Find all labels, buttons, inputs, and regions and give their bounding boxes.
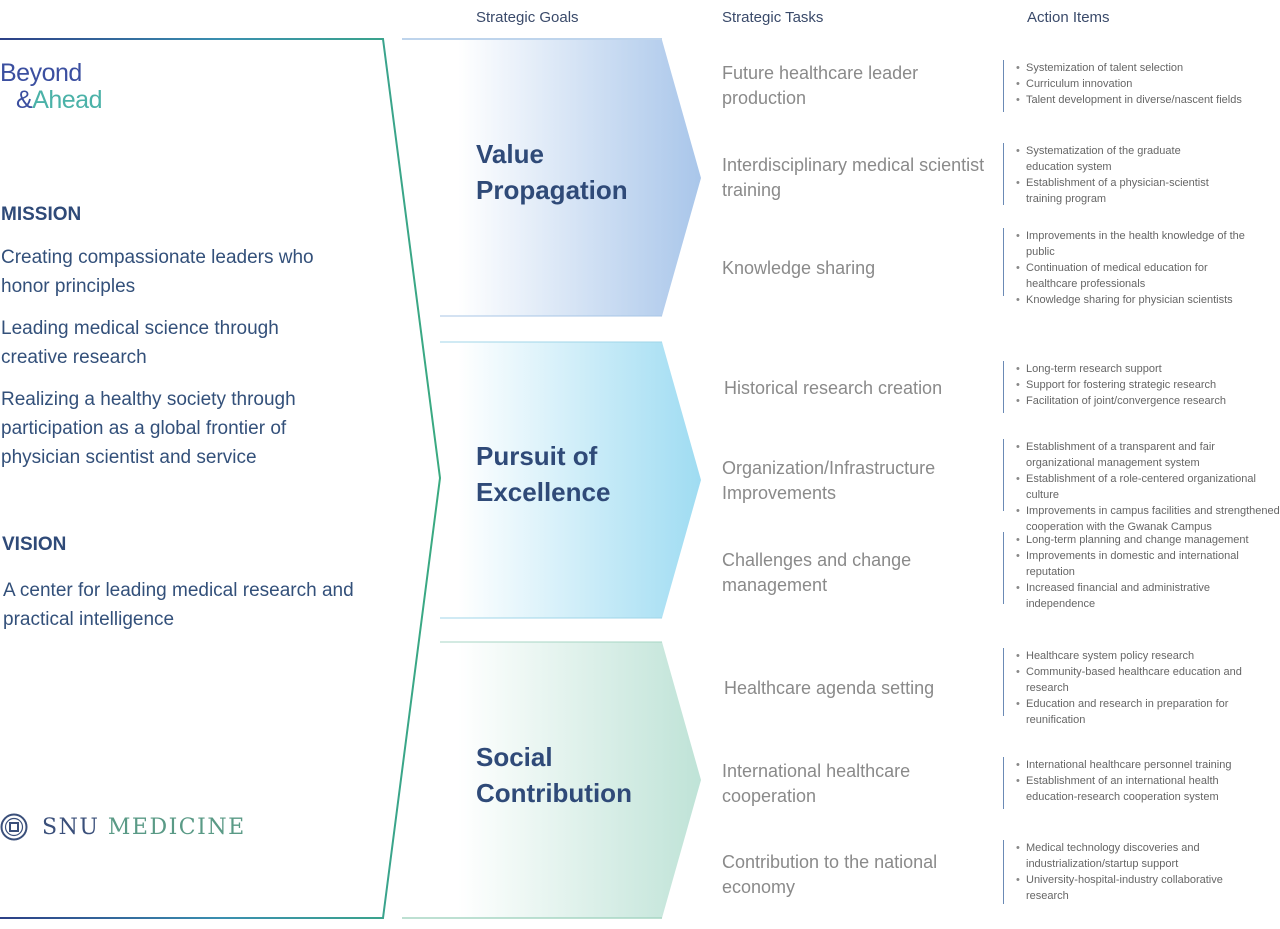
action-item: Increased financial and administrative i… bbox=[1016, 580, 1280, 612]
logo-ahead-text: Ahead bbox=[32, 86, 102, 114]
task-label: Future healthcare leader production bbox=[722, 63, 919, 108]
action-item: Improvements in the health knowledge of … bbox=[1016, 228, 1248, 260]
brand-snu: SNU bbox=[42, 815, 100, 840]
brand-medicine: MEDICINE bbox=[107, 815, 246, 840]
goal-arrow-value bbox=[458, 40, 701, 316]
action-item: University-hospital-industry collaborati… bbox=[1016, 872, 1248, 904]
logo-beyond: Beyond bbox=[0, 59, 82, 87]
action-item: Establishment of a role-centered organiz… bbox=[1016, 471, 1280, 503]
task-label: Challenges and change management bbox=[722, 550, 912, 595]
action-item: Healthcare system policy research bbox=[1016, 648, 1248, 664]
task-label: International healthcare cooperation bbox=[722, 761, 911, 806]
header-strategic-goals: Strategic Goals bbox=[476, 9, 579, 26]
header-action-items: Action Items bbox=[1027, 9, 1110, 26]
header-strategic-tasks: Strategic Tasks bbox=[722, 9, 824, 26]
snu-medicine-wordmark: SNU MEDICINE bbox=[42, 815, 246, 840]
action-item: Community-based healthcare education and… bbox=[1016, 664, 1248, 696]
action-item: Long-term research support bbox=[1016, 361, 1280, 377]
vision-title: VISION bbox=[2, 534, 67, 555]
mission-item: Creating compassionate leaders who honor… bbox=[1, 247, 314, 297]
action-item: Systematization of the graduate educatio… bbox=[1016, 143, 1223, 175]
action-item: Facilitation of joint/convergence resear… bbox=[1016, 393, 1280, 409]
action-item: Knowledge sharing for physician scientis… bbox=[1016, 292, 1248, 308]
action-items-list: Establishment of a transparent and fair … bbox=[1003, 439, 1280, 533]
mission-bracket bbox=[0, 38, 442, 919]
logo-ahead: &Ahead bbox=[16, 87, 102, 113]
goal-arrow-social bbox=[458, 642, 701, 918]
action-item: Long-term planning and change management bbox=[1016, 532, 1280, 548]
action-item: Continuation of medical education for he… bbox=[1016, 260, 1248, 292]
action-item: International healthcare personnel train… bbox=[1016, 757, 1248, 773]
action-items-list: Improvements in the health knowledge of … bbox=[1003, 228, 1248, 308]
action-item: Establishment of an international health… bbox=[1016, 773, 1248, 805]
action-item: Curriculum innovation bbox=[1016, 76, 1280, 92]
goal-pursuit-of-excellence: Pursuit of Excellence bbox=[476, 441, 611, 507]
action-item: Improvements in campus facilities and st… bbox=[1016, 503, 1280, 535]
vision-text: A center for leading medical research an… bbox=[3, 580, 354, 630]
action-items-list: Long-term research support Support for f… bbox=[1003, 361, 1280, 413]
action-item: Education and research in preparation fo… bbox=[1016, 696, 1248, 728]
mission-title: MISSION bbox=[1, 204, 82, 225]
task-label: Contribution to the national economy bbox=[722, 852, 938, 897]
task-label: Interdisciplinary medical scientist trai… bbox=[722, 155, 985, 200]
task-label: Organization/Infrastructure Improvements bbox=[722, 458, 936, 503]
goal-social-contribution: Social Contribution bbox=[476, 742, 632, 808]
action-item: Systemization of talent selection bbox=[1016, 60, 1280, 76]
action-item: Establishment of a physician-scientist t… bbox=[1016, 175, 1223, 207]
action-item: Medical technology discoveries and indus… bbox=[1016, 840, 1248, 872]
logo-ampersand: & bbox=[16, 86, 33, 114]
mission-item: Realizing a healthy society through part… bbox=[1, 389, 296, 468]
task-label: Healthcare agenda setting bbox=[724, 678, 935, 698]
action-items-list: Long-term planning and change management… bbox=[1003, 532, 1280, 610]
mission-item: Leading medical science through creative… bbox=[1, 318, 279, 368]
goal-arrow-excellence bbox=[458, 342, 701, 618]
action-items-list: Healthcare system policy research Commun… bbox=[1003, 648, 1248, 726]
task-label: Knowledge sharing bbox=[722, 258, 876, 278]
action-items-list: Systemization of talent selection Curric… bbox=[1003, 60, 1280, 112]
task-label: Historical research creation bbox=[724, 378, 943, 398]
action-item: Support for fostering strategic research bbox=[1016, 377, 1280, 393]
action-item: Establishment of a transparent and fair … bbox=[1016, 439, 1280, 471]
action-item: Talent development in diverse/nascent fi… bbox=[1016, 92, 1280, 108]
goal-value-propagation: Value Propagation bbox=[476, 139, 628, 205]
action-items-list: Medical technology discoveries and indus… bbox=[1003, 840, 1248, 904]
action-items-list: International healthcare personnel train… bbox=[1003, 757, 1248, 809]
action-items-list: Systematization of the graduate educatio… bbox=[1003, 143, 1223, 205]
snu-emblem-icon bbox=[0, 813, 28, 841]
action-item: Improvements in domestic and internation… bbox=[1016, 548, 1280, 580]
